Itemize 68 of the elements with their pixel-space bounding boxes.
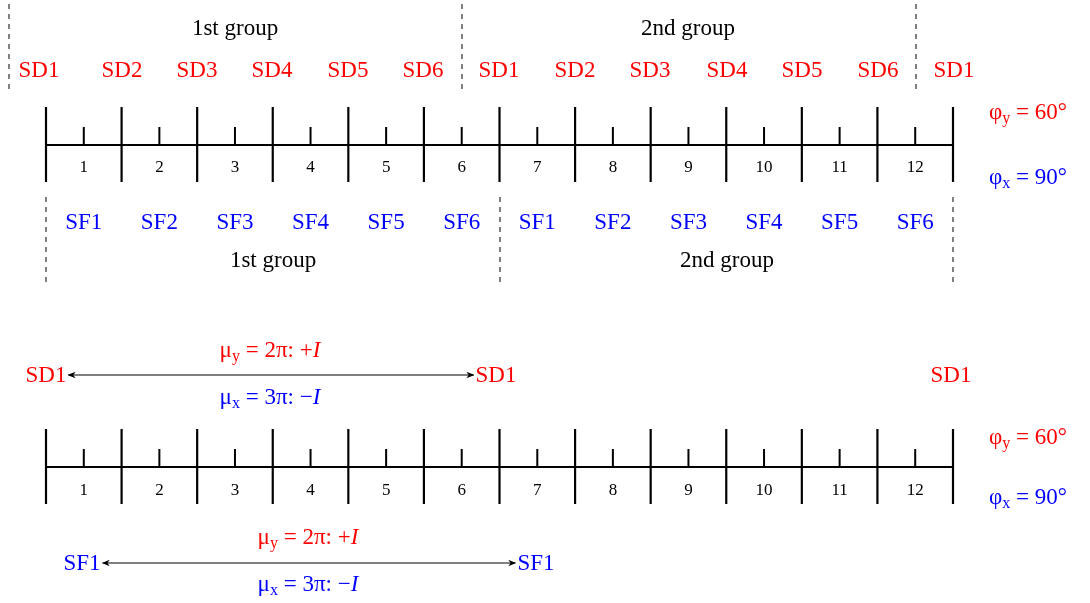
magnet-label: SF6	[443, 209, 481, 235]
magnet-label: SD1	[930, 362, 972, 388]
cell-number: 12	[906, 480, 924, 500]
cell-number: 4	[306, 480, 315, 500]
cell-number: 7	[533, 157, 542, 177]
cell-number: 5	[381, 157, 391, 177]
cell-number: 10	[755, 157, 773, 177]
cell-number: 10	[755, 480, 773, 500]
phase-label: μ$_{x}$ = 3π: −I	[257, 571, 359, 597]
edge-label: μ$_{y}$ = 2π: +I	[219, 337, 321, 363]
cell-number: 5	[381, 480, 391, 500]
group-label: 2nd group	[641, 15, 735, 41]
magnet-label: SD1	[478, 57, 520, 83]
magnet-label: SF1	[65, 209, 103, 235]
cell-number: 3	[230, 157, 240, 177]
magnet-label: SD1	[475, 362, 517, 388]
group-label: 1st group	[229, 247, 317, 273]
magnet-label: SF5	[367, 209, 405, 235]
magnet-label: SD3	[629, 57, 671, 83]
magnet-label: SD2	[101, 57, 143, 83]
magnet-label: SD6	[402, 57, 444, 83]
magnet-label: SF2	[140, 209, 178, 235]
cell-number: 7	[533, 480, 542, 500]
magnet-label: SD1	[25, 362, 67, 388]
cell-number: 3	[230, 480, 240, 500]
cell-number: 8	[608, 157, 618, 177]
edge-label: μ$_{y}$ = 2π: +I	[257, 524, 359, 550]
magnet-label: SF1	[518, 209, 556, 235]
cell-number: 11	[831, 157, 848, 177]
cell-number: 9	[684, 157, 693, 177]
magnet-label: SF5	[821, 209, 859, 235]
group-label: 2nd group	[680, 247, 774, 273]
phase-advance-label: φ$_{y}$ = 60°	[989, 424, 1067, 450]
magnet-label: SF3	[669, 209, 707, 235]
cell-number: 1	[79, 157, 89, 177]
magnet-label: SD5	[781, 57, 823, 83]
magnet-label: SD1	[18, 57, 60, 83]
phase-advance-label: φ$_{x}$ = 90°	[989, 164, 1067, 190]
magnet-label: SD5	[327, 57, 369, 83]
magnet-label: SD3	[176, 57, 218, 83]
cell-number: 2	[155, 157, 164, 177]
magnet-label: SD4	[251, 57, 293, 83]
magnet-label: SF1	[517, 550, 555, 576]
cell-number: 9	[684, 480, 693, 500]
cell-number: 12	[906, 157, 924, 177]
phase-advance-label: φ$_{y}$ = 60°	[989, 99, 1067, 125]
cell-number: 8	[608, 480, 618, 500]
cell-number: 6	[457, 157, 466, 177]
double-arrow	[101, 559, 517, 567]
magnet-label: SF3	[216, 209, 254, 235]
magnet-label: SD4	[706, 57, 748, 83]
magnet-label: SF1	[63, 550, 101, 576]
cell-number: 2	[155, 480, 164, 500]
phase-label: μ$_{x}$ = 3π: −I	[219, 384, 321, 410]
magnet-label: SF2	[594, 209, 632, 235]
cell-number: 4	[306, 157, 315, 177]
group-label: 1st group	[191, 15, 279, 41]
magnet-label: SF6	[896, 209, 934, 235]
cell-number: 11	[831, 480, 848, 500]
double-arrow	[67, 371, 475, 379]
cell-number: 6	[457, 480, 466, 500]
magnet-label: SF4	[292, 209, 330, 235]
magnet-label: SF4	[745, 209, 783, 235]
magnet-label: SD6	[857, 57, 899, 83]
magnet-label: SD2	[554, 57, 596, 83]
magnet-label: SD1	[933, 57, 975, 83]
cell-number: 1	[79, 480, 89, 500]
phase-advance-label: φ$_{x}$ = 90°	[989, 484, 1067, 510]
